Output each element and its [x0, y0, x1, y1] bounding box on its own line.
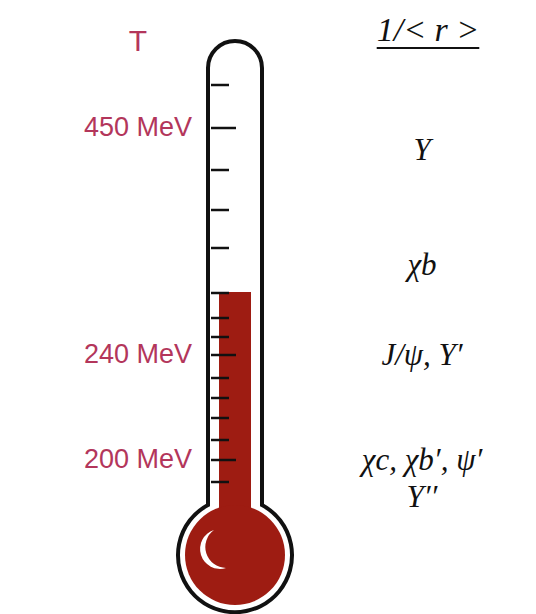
tick-mark: [211, 127, 236, 130]
state-label: Υ′′: [407, 480, 438, 514]
tick-mark: [211, 84, 229, 87]
tick-mark: [211, 292, 229, 295]
state-label: χc, χb′, ψ′: [362, 443, 482, 477]
mercury-bulb: [185, 505, 285, 605]
state-label: Υ: [413, 133, 430, 167]
tick-mark: [211, 397, 229, 400]
state-label: J/ψ, Υ′: [381, 338, 462, 372]
tick-mark: [211, 354, 236, 357]
tick-mark: [211, 377, 229, 380]
bulb-highlight: [200, 530, 226, 569]
tick-mark: [211, 209, 229, 212]
temperature-value: 200 MeV: [84, 445, 192, 475]
temperature-value: 450 MeV: [84, 113, 192, 143]
thermometer-outline: [178, 41, 292, 612]
tick-mark: [211, 247, 229, 250]
tick-mark: [211, 317, 229, 320]
temperature-value: 240 MeV: [84, 340, 192, 370]
axis-heading: 1/< r >: [377, 11, 480, 48]
tick-mark: [211, 439, 229, 442]
tick-mark: [211, 336, 229, 339]
tick-marks: [211, 85, 236, 482]
axis-heading: T: [129, 24, 147, 57]
tick-mark: [211, 417, 229, 420]
state-label: χb: [407, 248, 436, 282]
tick-mark: [211, 481, 229, 484]
tick-mark: [211, 459, 236, 462]
tick-mark: [211, 169, 229, 172]
